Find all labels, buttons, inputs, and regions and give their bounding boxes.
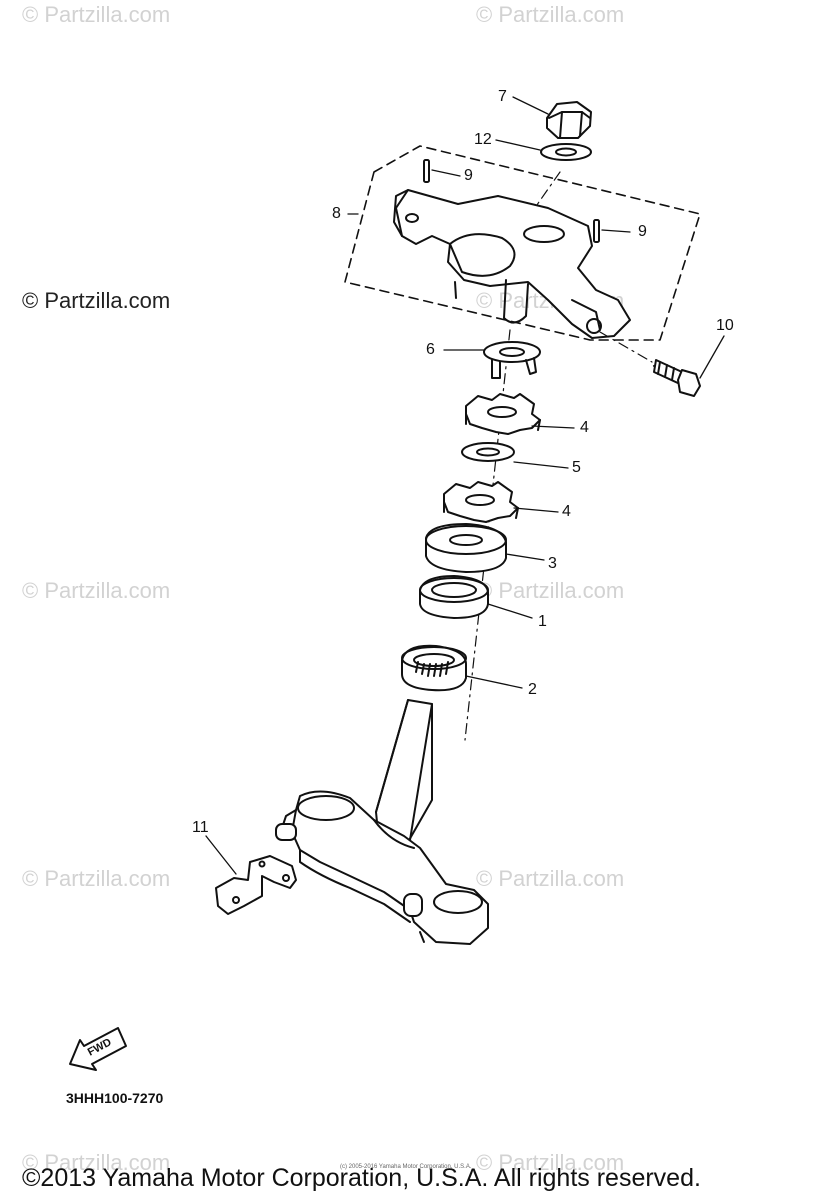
- callout-8: 8: [332, 205, 341, 222]
- ring-nut-icon: [465, 393, 541, 435]
- copyright-footer: ©2013 Yamaha Motor Corporation, U.S.A. A…: [22, 1164, 701, 1192]
- callout-7: 7: [498, 88, 507, 105]
- upper-bracket-icon: [393, 189, 631, 339]
- stem-washer-icon: [540, 143, 592, 161]
- roller-bearing-icon: [401, 644, 467, 692]
- watermark: © Partzilla.com: [476, 578, 625, 603]
- upper-bracket-assembly-outline: [344, 145, 701, 341]
- pin-icon: [593, 219, 600, 243]
- callout-3: 3: [548, 555, 557, 572]
- callout-9: 9: [638, 223, 647, 240]
- callout-4: 4: [580, 419, 589, 436]
- lower-bracket-icon: [275, 790, 489, 945]
- washer-icon: [461, 442, 515, 462]
- watermark: © Partzilla.com: [476, 866, 625, 891]
- diagram-code: 3HHH100-7270: [66, 1090, 164, 1106]
- callout-6: 6: [426, 341, 435, 358]
- stem-nut-icon: [546, 101, 592, 139]
- callout-2: 2: [528, 681, 537, 698]
- bearing-race-icon: [419, 575, 489, 619]
- lock-washer-icon: [483, 341, 541, 379]
- callout-11: 11: [192, 819, 209, 836]
- bearing-cover-icon: [425, 523, 507, 573]
- steering-stem-icon: [375, 699, 433, 843]
- callout-10: 10: [716, 317, 734, 334]
- watermark: © Partzilla.com: [22, 2, 171, 27]
- callout-9: 9: [464, 167, 473, 184]
- fwd-arrow-icon: [69, 1027, 127, 1071]
- hose-bracket-icon: [215, 855, 297, 915]
- callout-12: 12: [474, 131, 492, 148]
- watermark: © Partzilla.com: [476, 1150, 625, 1175]
- watermark: © Partzilla.com: [22, 866, 171, 891]
- watermark: © Partzilla.com: [22, 578, 171, 603]
- callout-5: 5: [572, 459, 581, 476]
- pin-icon: [423, 159, 430, 183]
- callout-1: 1: [538, 613, 547, 630]
- pinch-bolt-icon: [653, 359, 701, 397]
- watermark: © Partzilla.com: [22, 1150, 171, 1175]
- ring-nut-icon: [443, 481, 519, 523]
- callout-4: 4: [562, 503, 571, 520]
- tiny-copyright-notice: (c) 2005-2016 Yamaha Motor Corporation, …: [340, 1164, 472, 1170]
- watermark: © Partzilla.com: [476, 2, 625, 27]
- watermark-dark: © Partzilla.com: [22, 288, 171, 313]
